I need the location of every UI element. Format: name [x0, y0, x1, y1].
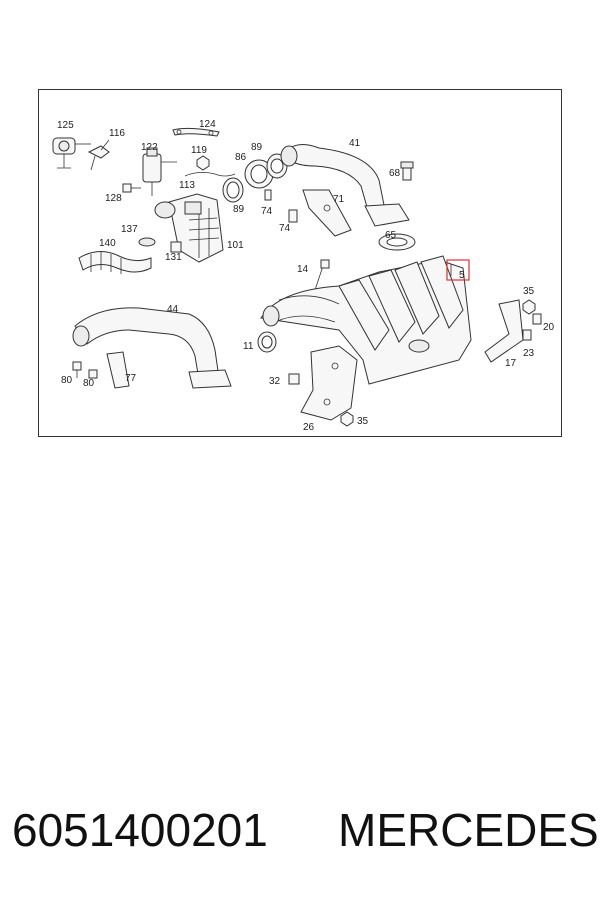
callout-101: 101	[227, 240, 244, 251]
callout-41: 41	[349, 138, 361, 149]
bracket-71-part	[302, 189, 352, 237]
callout-74: 74	[279, 223, 291, 234]
callout-35: 35	[357, 416, 369, 427]
intake-pipe-upper-part	[280, 144, 410, 227]
callout-80: 80	[83, 378, 95, 389]
callout-17: 17	[505, 358, 517, 369]
part-number: 6051400201	[12, 804, 268, 856]
nut-35-lower-part	[340, 411, 354, 427]
callout-5-highlight[interactable]	[446, 259, 470, 281]
valve-part	[87, 139, 110, 171]
callout-131: 131	[165, 252, 182, 263]
callout-74: 74	[261, 206, 273, 217]
hose-part	[78, 237, 182, 274]
callout-80: 80	[61, 375, 73, 386]
exploded-view-drawing: 125 116 124 122 119 89 86 41 68 128 113 89 74 71 74 137…	[52, 119, 555, 433]
callout-140: 140	[99, 238, 116, 249]
seal-65-part	[378, 233, 416, 251]
callout-113: 113	[179, 180, 195, 191]
callout-65: 65	[385, 230, 397, 241]
bolt-23-part	[522, 329, 532, 341]
callout-68: 68	[389, 168, 401, 179]
bolt-20-part	[532, 313, 542, 325]
callout-26: 26	[303, 422, 315, 433]
brand-name: MERCEDES	[338, 804, 599, 856]
parts-diagram: 125 116 124 122 119 89 86 41 68 128 113 89 74 71 74 137…	[38, 89, 562, 437]
callout-119: 119	[191, 145, 207, 156]
callout-86: 86	[235, 152, 247, 163]
intake-pipe-lower-part	[72, 307, 232, 389]
bracket-17-part	[484, 299, 524, 363]
callout-137: 137	[121, 224, 138, 235]
sensor-part	[142, 147, 177, 196]
callout-89: 89	[251, 142, 263, 153]
callout-71: 71	[333, 194, 345, 205]
bracket-strip-part	[172, 127, 220, 137]
nut-35-upper-part	[522, 299, 536, 315]
screws-74-part	[264, 189, 298, 223]
seal-rings-part	[222, 153, 288, 203]
callout-35: 35	[523, 286, 535, 297]
callout-122: 122	[141, 142, 158, 153]
footer: 6051400201 MERCEDES	[0, 800, 600, 860]
callout-44: 44	[167, 304, 179, 315]
actuator-part	[52, 137, 91, 169]
nut-part	[196, 155, 210, 171]
callout-5: 5	[459, 270, 465, 281]
callout-32: 32	[269, 376, 281, 387]
bracket-26-part	[300, 345, 358, 421]
ring-11-part	[257, 331, 277, 353]
callout-labels: 125 116 124 122 119 89 86 41 68 128 113 89 74 71 74 137…	[57, 119, 555, 433]
callout-125: 125	[57, 120, 74, 131]
callout-14: 14	[297, 264, 309, 275]
callout-23: 23	[523, 348, 535, 359]
bolt-part	[122, 183, 141, 193]
throttle-body-part	[154, 193, 224, 263]
bolt-32-part	[288, 373, 300, 385]
callout-77: 77	[125, 373, 137, 384]
bolts-80-part	[72, 361, 98, 379]
callout-128: 128	[105, 193, 122, 204]
clamp-part	[184, 172, 236, 177]
callout-20: 20	[543, 322, 555, 333]
intake-manifold-part	[260, 255, 472, 385]
callout-89: 89	[233, 204, 245, 215]
bracket-77-part	[106, 351, 130, 389]
callout-11: 11	[243, 341, 254, 352]
bolt-68-part	[400, 161, 414, 181]
bolt-14-part	[314, 259, 330, 291]
callout-124: 124	[199, 119, 216, 130]
callout-116: 116	[109, 128, 125, 139]
